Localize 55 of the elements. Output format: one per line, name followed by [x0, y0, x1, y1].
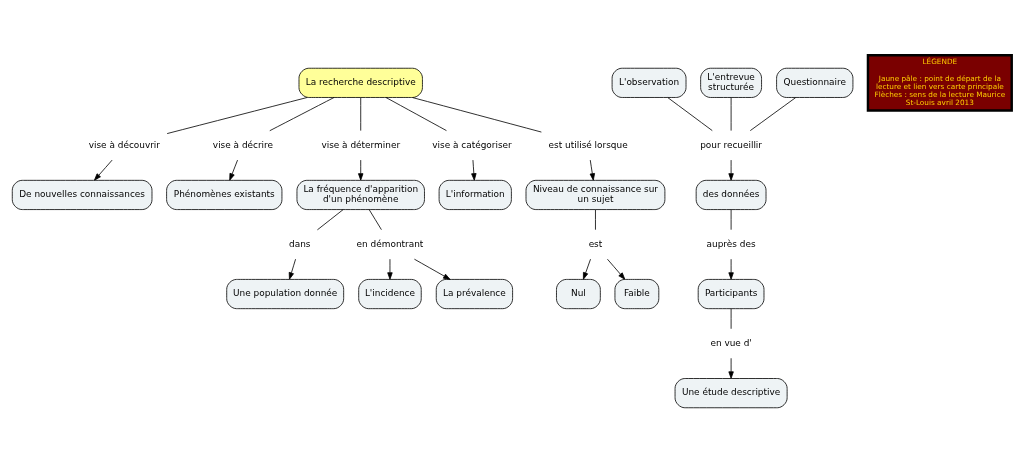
node-text: vise à catégoriser	[432, 139, 512, 150]
arrow	[589, 159, 595, 181]
node-box: LÉGENDE Jaune pâle : point de départ de la lecture et lien vers carte principale Flèches : sens de la lecture Maurice St-Louis avril 2013	[866, 53, 1013, 112]
node-text: vise à découvrir	[88, 139, 161, 150]
node-box: Une étude descriptive	[674, 377, 788, 408]
node-text: vise à décrire	[212, 139, 274, 150]
node-text: auprès des	[706, 238, 756, 249]
node-box: des données	[695, 179, 767, 210]
node-text: est	[588, 238, 603, 249]
node-box: L'observation	[611, 67, 687, 98]
node-text: est utilisé lorsque	[548, 139, 628, 150]
connector	[667, 96, 713, 131]
arrow	[728, 357, 734, 379]
node-box: Questionnaire	[776, 67, 854, 98]
node-text: vise à déterminer	[321, 139, 401, 150]
connector	[269, 96, 335, 131]
connector	[360, 96, 362, 131]
connector	[411, 96, 542, 132]
connector	[749, 96, 797, 131]
node-box: Une population donnée	[226, 278, 345, 309]
node-box: De nouvelles connaissances	[11, 179, 153, 210]
connector	[385, 96, 447, 131]
connector	[595, 208, 596, 230]
connector	[730, 208, 732, 230]
arrow	[387, 258, 393, 280]
node-box: La recherche descriptive	[298, 67, 423, 98]
node-text: en vue d'	[710, 337, 752, 348]
arrow	[94, 159, 113, 181]
node-box: La prévalence	[435, 278, 513, 309]
arrow	[229, 159, 238, 181]
node-box: L'incidence	[358, 278, 422, 309]
connector	[316, 208, 344, 230]
node-box: Faible	[614, 278, 660, 309]
arrow	[358, 159, 364, 181]
arrow	[728, 159, 734, 181]
arrow	[471, 159, 477, 181]
arrow	[728, 258, 734, 280]
node-text: pour recueillir	[700, 139, 763, 150]
node-box: Niveau de connaissance sur un sujet	[525, 179, 666, 210]
arrow	[414, 258, 451, 280]
arrow	[288, 258, 296, 280]
node-box: L'entrevue structurée	[700, 67, 762, 98]
node-box: L'information	[438, 179, 512, 210]
node-text: en démontrant	[356, 238, 424, 249]
node-box: Nul	[556, 278, 601, 309]
node-box: Participants	[697, 278, 765, 309]
connector	[166, 96, 308, 134]
node-box: Phénomènes existants	[166, 179, 283, 210]
node-box: La fréquence d'apparition d'un phénomène	[296, 179, 425, 210]
connector	[368, 208, 382, 230]
node-text: dans	[289, 238, 311, 249]
arrow	[607, 258, 626, 280]
connector	[730, 307, 732, 329]
connector	[730, 96, 732, 131]
arrow	[582, 258, 591, 280]
